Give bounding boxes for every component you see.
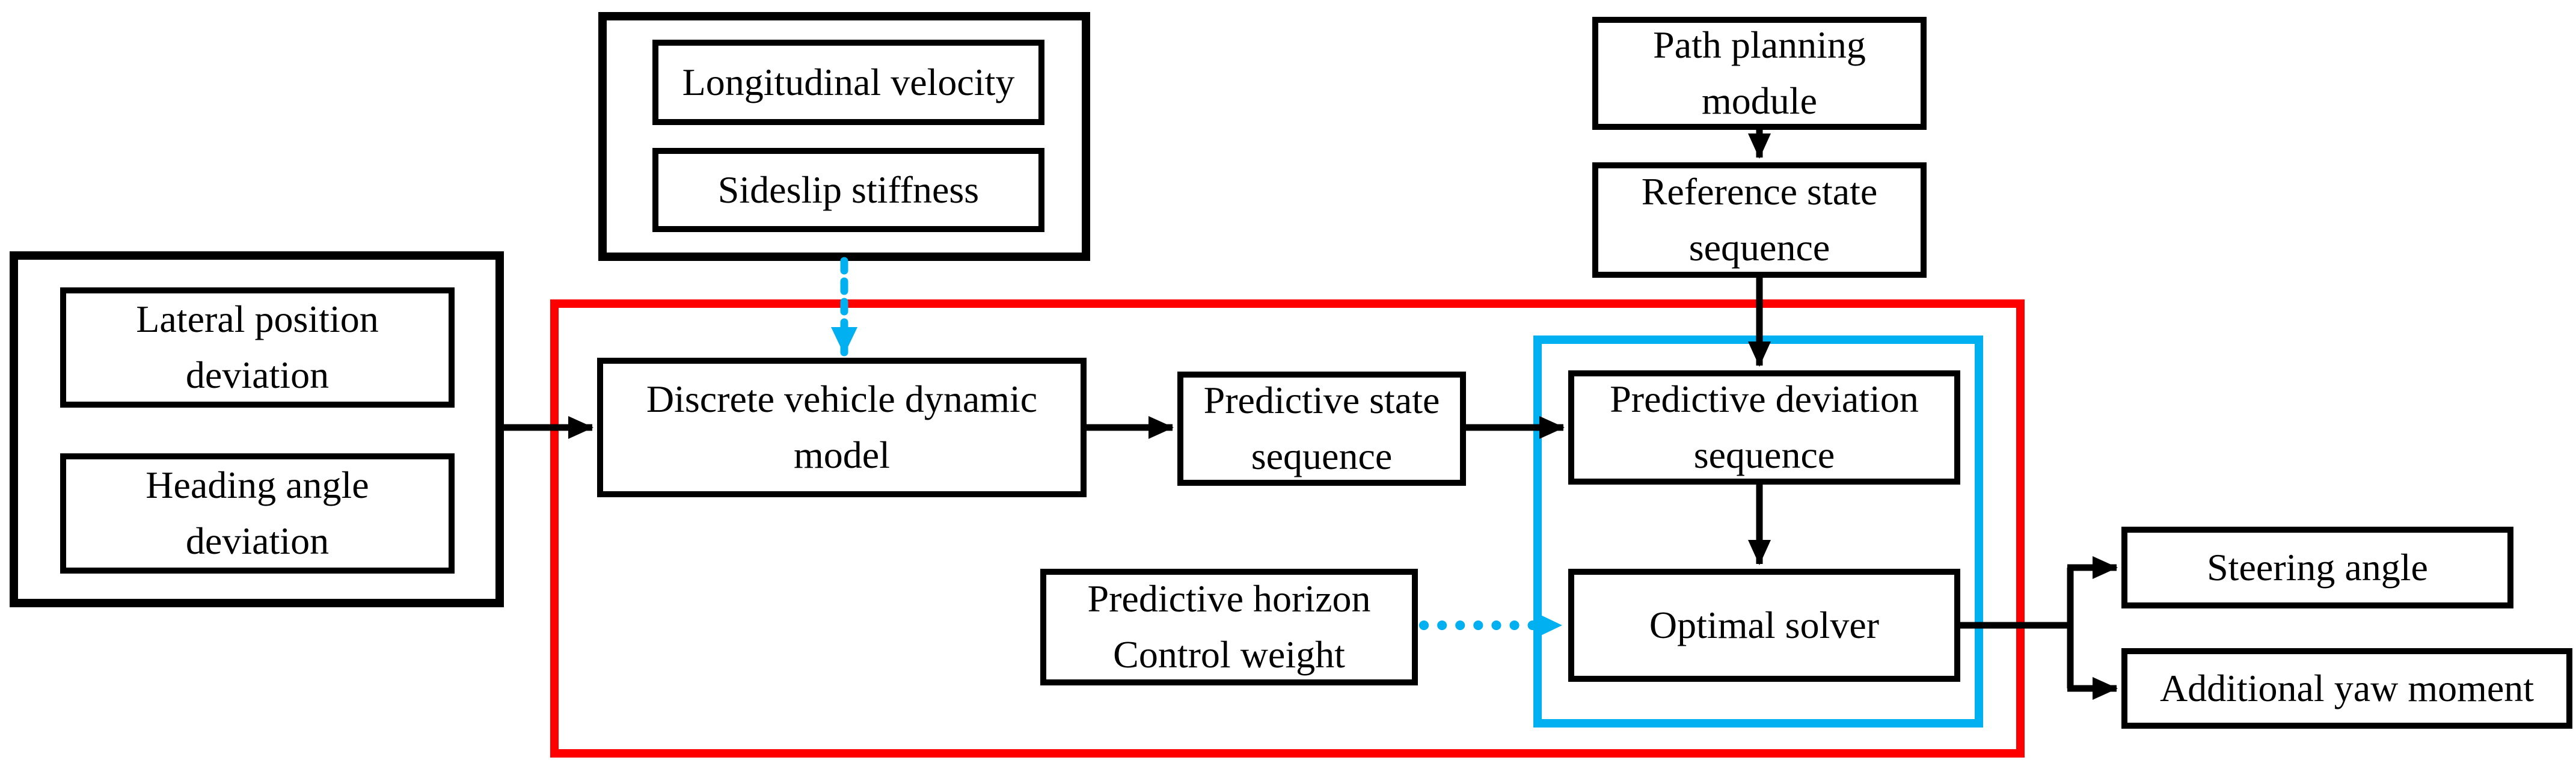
mpc-controller-frame: [550, 299, 2025, 758]
path-planning-module-label: Path planning module: [1653, 23, 1866, 122]
discrete-vehicle-dynamic-model-box: Discrete vehicle dynamic model: [597, 358, 1087, 497]
additional-yaw-moment-box: Additional yaw moment: [2121, 648, 2572, 729]
reference-state-sequence-label: Reference state sequence: [1641, 170, 1878, 269]
sideslip-stiffness-box: Sideslip stiffness: [652, 148, 1044, 232]
predictive-state-sequence-label: Predictive state sequence: [1203, 379, 1440, 477]
lateral-position-deviation-label: Lateral position deviation: [136, 298, 379, 396]
sideslip-stiffness-label: Sideslip stiffness: [717, 168, 980, 211]
predictive-horizon-control-weight-label: Predictive horizon Control weight: [1087, 577, 1371, 676]
additional-yaw-moment-label: Additional yaw moment: [2159, 666, 2535, 709]
optimal-solver-box: Optimal solver: [1568, 569, 1960, 682]
steering-angle-label: Steering angle: [2207, 545, 2428, 589]
longitudinal-velocity-box: Longitudinal velocity: [652, 40, 1044, 125]
heading-angle-deviation-label: Heading angle deviation: [146, 464, 369, 562]
reference-state-sequence-box: Reference state sequence: [1592, 162, 1927, 278]
optimal-solver-label: Optimal solver: [1649, 603, 1880, 646]
heading-angle-deviation-box: Heading angle deviation: [60, 453, 455, 574]
vehicle-parameters-group-frame: [598, 12, 1090, 261]
predictive-horizon-control-weight-box: Predictive horizon Control weight: [1040, 569, 1418, 685]
vehicle-state-group-frame: [10, 251, 504, 607]
discrete-vehicle-dynamic-model-label: Discrete vehicle dynamic model: [646, 378, 1038, 476]
predictive-state-sequence-box: Predictive state sequence: [1177, 372, 1466, 486]
path-planning-module-box: Path planning module: [1592, 17, 1927, 130]
predictive-deviation-sequence-box: Predictive deviation sequence: [1568, 370, 1960, 485]
longitudinal-velocity-label: Longitudinal velocity: [682, 60, 1015, 103]
lateral-position-deviation-box: Lateral position deviation: [60, 287, 455, 408]
steering-angle-box: Steering angle: [2121, 527, 2513, 608]
predictive-deviation-sequence-label: Predictive deviation sequence: [1610, 378, 1919, 476]
